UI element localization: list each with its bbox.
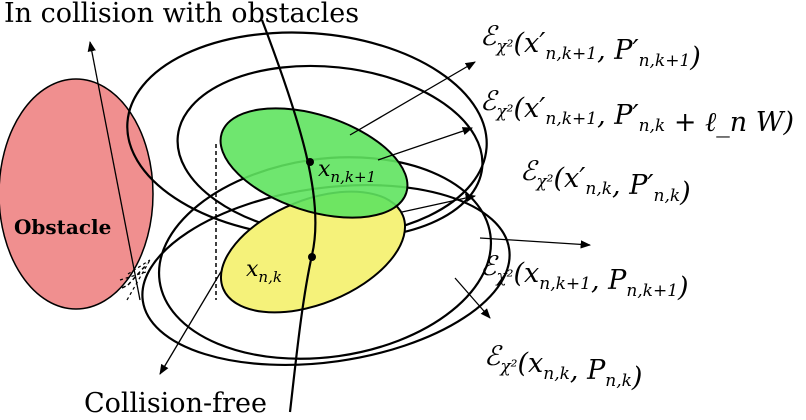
point-next bbox=[306, 158, 314, 166]
top-caption: In collision with obstacles bbox=[4, 0, 359, 29]
point-next-label: xn,k+1 bbox=[318, 157, 376, 186]
equation-2: ℰχ²(x′n,k, P′n,k) bbox=[520, 156, 691, 208]
trajectory-curve bbox=[260, 19, 317, 413]
arrow-eq-3 bbox=[479, 237, 592, 249]
point-current bbox=[308, 253, 316, 261]
obstacle-shape bbox=[0, 78, 154, 310]
equation-1: ℰχ²(x′n,k+1, P′n,k + ℓ_n W) bbox=[480, 86, 794, 138]
arrow-eq-1 bbox=[377, 127, 473, 161]
dashed-edge-obstacle-3 bbox=[119, 271, 147, 281]
arrow-collision-free bbox=[159, 269, 223, 375]
arrow-collision bbox=[87, 40, 141, 301]
dashed-edge-obstacle bbox=[126, 259, 151, 301]
obstacle-label: Obstacle bbox=[14, 215, 111, 239]
arrow-eq-2 bbox=[401, 193, 477, 213]
arrow-eq-4 bbox=[454, 277, 491, 319]
equation-0: ℰχ²(x′n,k+1, P′n,k+1) bbox=[480, 21, 701, 73]
dashed-edge-obstacle-4 bbox=[127, 259, 151, 275]
equation-3: ℰχ²(xn,k+1, Pn,k+1) bbox=[480, 251, 689, 303]
arrow-eq-0 bbox=[349, 61, 476, 136]
equation-4: ℰχ²(xn,k, Pn,k) bbox=[484, 341, 642, 393]
bottom-caption: Collision-free bbox=[84, 388, 267, 419]
dashed-projection-obstacle-2 bbox=[121, 284, 129, 289]
green-ellipse bbox=[219, 107, 409, 219]
